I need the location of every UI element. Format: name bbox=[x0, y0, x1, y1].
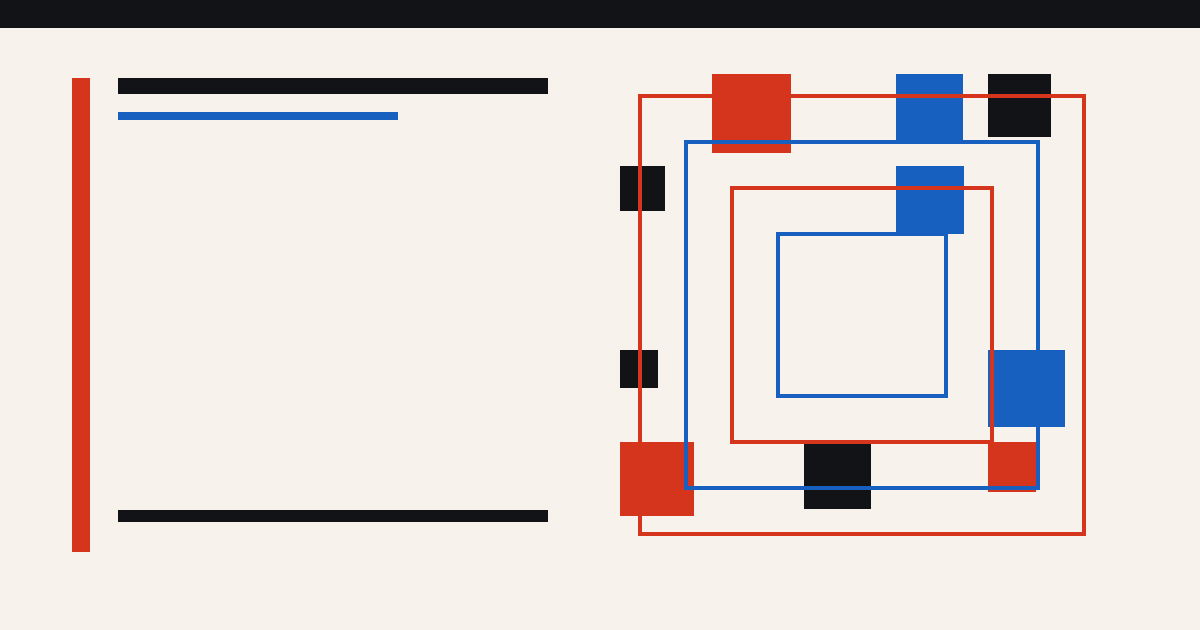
footer-rule bbox=[118, 510, 548, 522]
outline-square-inner bbox=[776, 232, 948, 398]
block-black-bottom bbox=[804, 442, 871, 509]
accent-bar-red bbox=[72, 78, 90, 552]
block-black-left-upper bbox=[620, 166, 665, 211]
block-black-top-right bbox=[988, 74, 1051, 137]
block-blue-mid bbox=[896, 166, 964, 234]
outline-square-second bbox=[684, 140, 1040, 490]
block-blue-top bbox=[896, 74, 963, 142]
block-red-bottom-left bbox=[620, 442, 694, 516]
outline-square-third bbox=[730, 186, 994, 444]
block-red-bottom-right bbox=[988, 442, 1036, 492]
block-blue-right bbox=[988, 350, 1065, 427]
subheadline-rule bbox=[118, 112, 398, 120]
block-red-top bbox=[712, 74, 791, 153]
outline-square-outer bbox=[638, 94, 1086, 536]
top-bar bbox=[0, 0, 1200, 28]
headline-rule bbox=[118, 78, 548, 94]
